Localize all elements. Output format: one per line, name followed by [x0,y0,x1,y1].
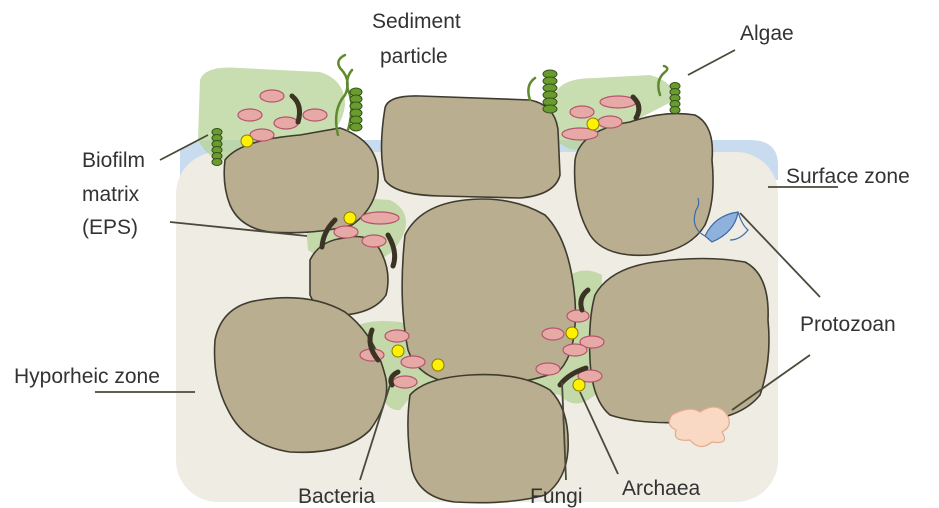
particle-center-large [402,199,575,385]
label-biofilm-line2: matrix [82,183,140,206]
label-sediment-particle-line1: Sediment [372,10,461,33]
particle-right [590,259,769,423]
label-sediment-particle-line2: particle [380,45,448,68]
label-biofilm-line3: (EPS) [82,216,138,239]
label-protozoan: Protozoan [800,313,896,336]
label-archaea: Archaea [622,477,701,500]
algae-coil-3 [543,70,557,113]
label-bacteria: Bacteria [298,485,375,508]
algae-coil-2 [212,129,222,166]
label-algae: Algae [740,22,794,45]
label-biofilm-line1: Biofilm [82,149,145,172]
label-hyporheic-zone: Hyporheic zone [14,365,160,388]
algae-coil-4 [670,83,680,114]
particle-bottom-center [408,375,568,503]
label-surface-zone: Surface zone [786,165,910,188]
label-fungi: Fungi [530,485,583,508]
particle-top-center [382,96,561,198]
algae-filament-3 [528,78,535,100]
